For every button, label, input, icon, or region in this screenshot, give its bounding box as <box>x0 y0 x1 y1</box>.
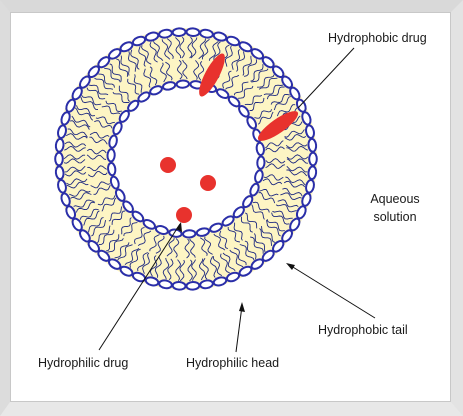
label-hydrophilic-drug: Hydrophilic drug <box>38 356 128 370</box>
lipid-head <box>173 28 186 36</box>
arrowhead-hydrophilic-head <box>239 302 245 312</box>
hydrophilic-drug-3 <box>176 207 192 223</box>
leader-hydrophobic-drug <box>298 48 354 108</box>
lipid-head <box>107 149 115 162</box>
lipid-head <box>55 166 64 180</box>
hydrophilic-drug-2 <box>200 175 216 191</box>
label-hydrophilic-head: Hydrophilic head <box>186 356 279 370</box>
lipid-head <box>186 282 199 290</box>
lipid-head <box>107 162 116 175</box>
leader-hydrophilic-head <box>236 306 242 352</box>
lipid-head <box>308 166 317 180</box>
leader-hydrophobic-tail <box>288 264 375 318</box>
lipid-head <box>55 153 63 166</box>
lipid-head <box>176 80 189 88</box>
lipid-head <box>308 139 317 153</box>
lipid-head <box>183 230 196 238</box>
lipid-head <box>256 142 265 155</box>
label-solution: solution <box>373 210 416 224</box>
lipid-head <box>173 282 186 290</box>
arrowhead-hydrophobic-tail <box>286 263 295 270</box>
lipid-head <box>186 28 199 36</box>
lipid-head <box>309 153 317 166</box>
label-hydrophobic-drug: Hydrophobic drug <box>328 31 427 45</box>
lipid-head <box>55 139 64 153</box>
hydrophilic-drug-1 <box>160 157 176 173</box>
label-aqueous: Aqueous <box>370 192 419 206</box>
lipid-head <box>257 156 265 169</box>
label-hydrophobic-tail: Hydrophobic tail <box>318 323 408 337</box>
